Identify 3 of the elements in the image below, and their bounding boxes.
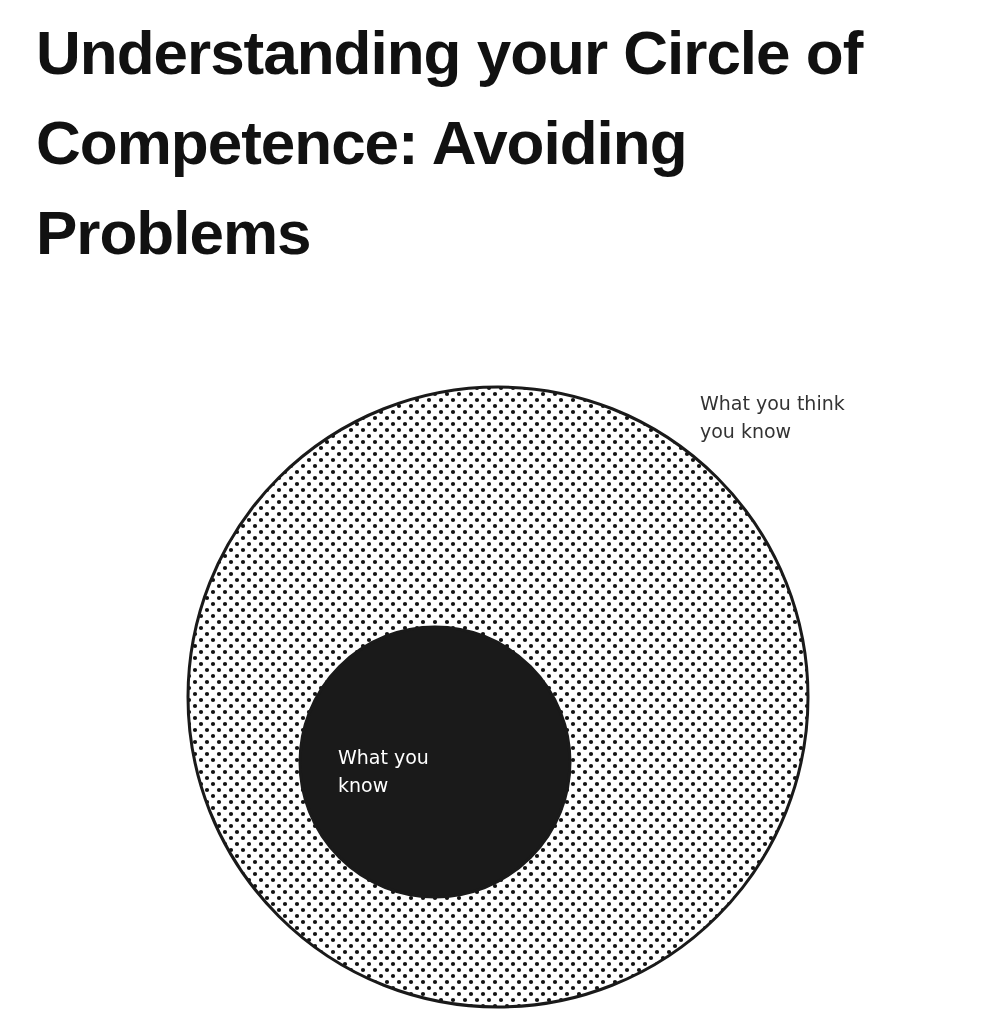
circle-label: What you know <box>338 745 430 798</box>
circle-label: What you think you know <box>700 391 846 444</box>
page-title: Understanding your Circle of Competence: Avoiding Problems <box>36 17 865 269</box>
